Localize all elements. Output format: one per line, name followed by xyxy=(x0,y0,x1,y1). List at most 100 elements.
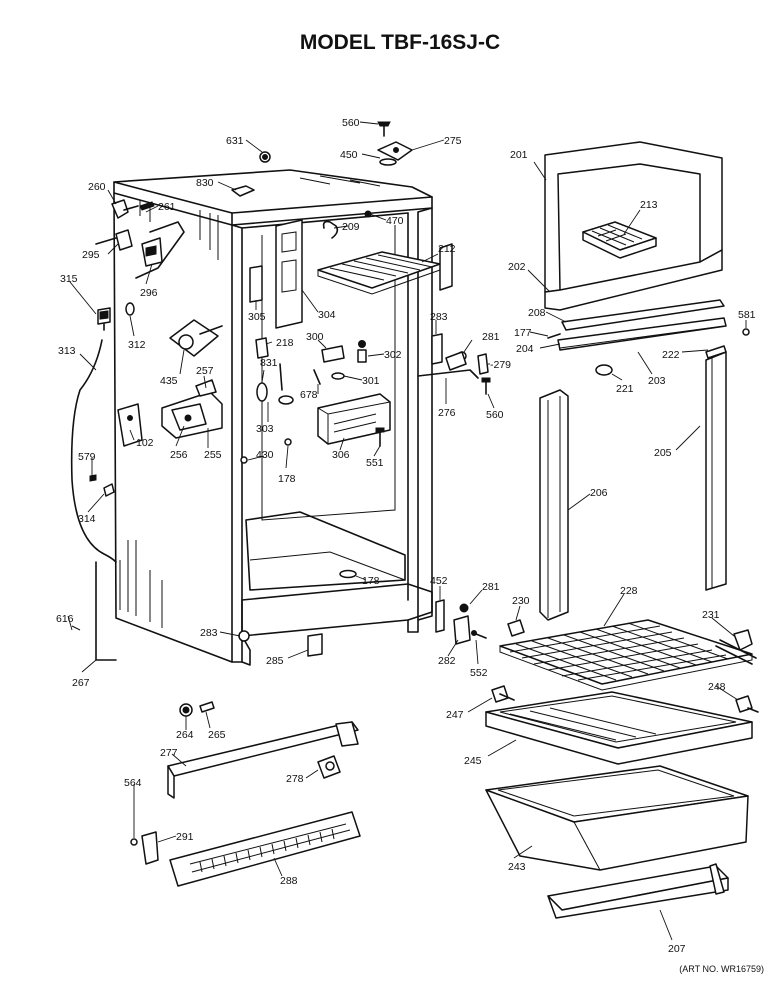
part-label: 218 xyxy=(276,337,294,349)
air-duct xyxy=(275,219,303,329)
door-bin xyxy=(547,863,729,919)
grille xyxy=(169,811,361,887)
crisper-pan xyxy=(485,765,749,871)
part-label: 260 xyxy=(88,181,106,193)
part-label: 247 xyxy=(446,709,464,721)
part-label: 230 xyxy=(512,595,530,607)
part-label: 178 xyxy=(278,473,296,485)
part-label: 245 xyxy=(464,755,482,767)
part-label: 208 xyxy=(528,307,546,319)
part-label: 281 xyxy=(482,331,500,343)
part-number-labels: 560 275 631 450 830 201 260 261 209 470 … xyxy=(56,117,756,955)
mullion-205 xyxy=(705,351,727,591)
part-label: -279 xyxy=(490,359,511,371)
part-label: 300 xyxy=(306,331,324,343)
part-label: 296 xyxy=(140,287,158,299)
part-label: 303 xyxy=(256,423,274,435)
part-label: 202 xyxy=(508,261,526,273)
part-label: 830 xyxy=(196,177,214,189)
part-label: 102 xyxy=(136,437,154,449)
part-label: 314 xyxy=(78,513,96,525)
part-label: 579 xyxy=(78,451,96,463)
part-label: 288 xyxy=(280,875,298,887)
part-label: 313 xyxy=(58,345,76,357)
cabinet-assembly xyxy=(113,169,433,666)
part-label: 277 xyxy=(160,747,178,759)
part-label: 283 xyxy=(430,311,448,323)
mullion-206 xyxy=(539,389,569,621)
part-label: 178 xyxy=(362,575,380,587)
part-label: 616 xyxy=(56,613,74,625)
part-label: 560 xyxy=(342,117,360,129)
part-label: 470 xyxy=(386,215,404,227)
drain-tube xyxy=(70,339,117,563)
part-label: 281 xyxy=(482,581,500,593)
part-label: 276 xyxy=(438,407,456,419)
part-label: 282 xyxy=(438,655,456,667)
part-label: 213 xyxy=(640,199,658,211)
part-label: 207 xyxy=(668,943,686,955)
part-label: 315 xyxy=(60,273,78,285)
knob-260 xyxy=(111,199,155,219)
part-label: 261 xyxy=(158,201,176,213)
part-label: 304 xyxy=(318,309,336,321)
part-label: 291 xyxy=(176,831,194,843)
part-label: 551 xyxy=(366,457,384,469)
part-label: 243 xyxy=(508,861,526,873)
top-hinge xyxy=(377,141,413,166)
freezer-shelf xyxy=(317,243,453,295)
part-label: 231 xyxy=(702,609,720,621)
part-label: 450 xyxy=(340,149,358,161)
part-label: 560 xyxy=(486,409,504,421)
diagram-title: MODEL TBF-16SJ-C xyxy=(300,31,500,54)
part-label: 209 xyxy=(342,221,360,233)
part-label: 295 xyxy=(82,249,100,261)
part-label: 221 xyxy=(616,383,634,395)
part-label: 283 xyxy=(200,627,218,639)
control-295 xyxy=(95,229,133,251)
screw-560-top xyxy=(377,121,391,137)
crisper-cover xyxy=(485,691,753,765)
part-label: 212 xyxy=(438,243,456,255)
part-label: 678 xyxy=(300,389,318,401)
thermostat-435 xyxy=(169,319,223,357)
part-label: 228 xyxy=(620,585,638,597)
drawer-slide xyxy=(167,721,359,799)
ice-tray xyxy=(582,221,657,259)
part-label: 435 xyxy=(160,375,178,387)
part-label: 581 xyxy=(738,309,756,321)
part-label: 256 xyxy=(170,449,188,461)
part-label: 275 xyxy=(444,135,462,147)
part-label: 265 xyxy=(208,729,226,741)
divider-bars xyxy=(557,299,727,351)
control-bracket xyxy=(161,379,223,439)
part-label: 305 xyxy=(248,311,266,323)
part-label: 177 xyxy=(514,327,532,339)
control-housing xyxy=(317,393,391,445)
leader-lines xyxy=(67,121,747,941)
part-label: 430 xyxy=(256,449,274,461)
part-label: 278 xyxy=(286,773,304,785)
part-label: 312 xyxy=(128,339,146,351)
part-label: 301 xyxy=(362,375,380,387)
part-label: 203 xyxy=(648,375,666,387)
part-label: 302 xyxy=(384,349,402,361)
part-label: 255 xyxy=(204,449,222,461)
art-number: (ART NO. WR16759) xyxy=(679,964,764,974)
freezer-door-frame xyxy=(544,141,723,311)
part-label: 564 xyxy=(124,777,142,789)
part-label: 206 xyxy=(590,487,608,499)
part-label: 264 xyxy=(176,729,194,741)
part-label: 248 xyxy=(708,681,726,693)
part-label: 452 xyxy=(430,575,448,587)
part-label: 201 xyxy=(510,149,528,161)
part-label: 285 xyxy=(266,655,284,667)
part-label: 222 xyxy=(662,349,680,361)
part-label: 831 xyxy=(260,357,278,369)
part-label: 267 xyxy=(72,677,90,689)
part-label: 631 xyxy=(226,135,244,147)
part-label: 257 xyxy=(196,365,214,377)
fresh-food-shelf xyxy=(499,619,753,691)
part-label: 205 xyxy=(654,447,672,459)
